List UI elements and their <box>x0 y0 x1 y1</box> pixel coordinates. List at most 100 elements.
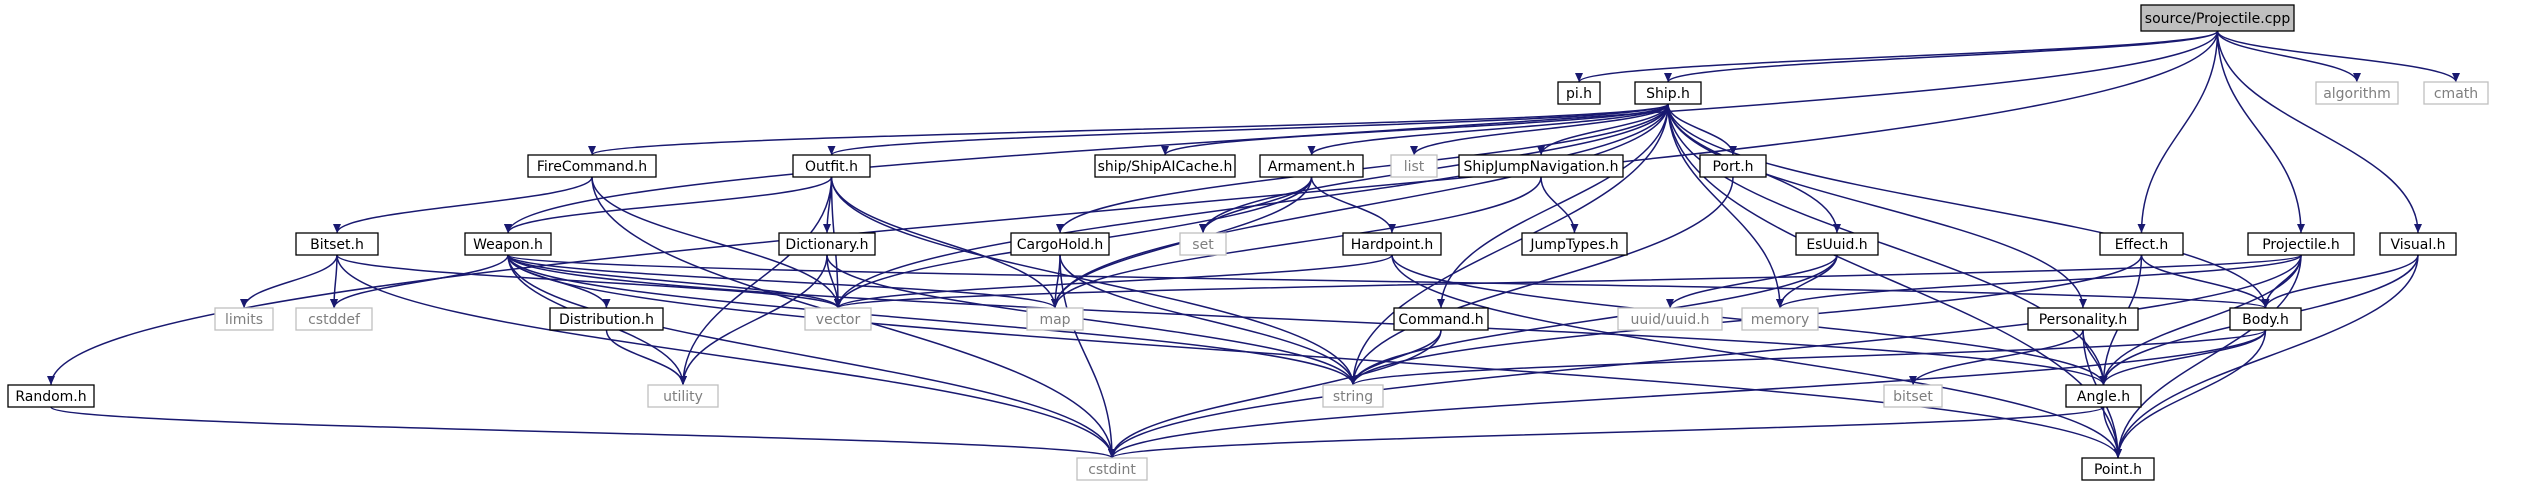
node-string: string <box>1322 384 1384 408</box>
node-jumptypes_h[interactable]: JumpTypes.h <box>1521 232 1628 256</box>
node-weapon_h[interactable]: Weapon.h <box>464 232 552 256</box>
node-limits: limits <box>214 307 274 331</box>
edge-ship_h-to-list <box>1410 103 1669 156</box>
node-box-angle_h <box>2065 384 2142 408</box>
node-visual_h[interactable]: Visual.h <box>2379 232 2457 256</box>
node-esuuid_h[interactable]: EsUuid.h <box>1795 232 1879 256</box>
node-box-bitset <box>1883 384 1943 408</box>
edge-ship_h-to-outfit_h <box>827 103 1669 156</box>
node-outfit_h[interactable]: Outfit.h <box>792 154 871 178</box>
node-firecommand_h[interactable]: FireCommand.h <box>527 154 657 178</box>
node-box-ship_h <box>1634 81 1702 105</box>
node-shipaicache_h[interactable]: ship/ShipAICache.h <box>1094 154 1236 178</box>
node-label-angle_h: Angle.h <box>2077 389 2130 405</box>
node-box-list <box>1390 154 1438 178</box>
edge-projectile_h-to-cstdint <box>1108 254 2302 459</box>
edge-dictionary_h-to-string <box>826 254 1357 386</box>
edge-ship_h-to-angle_h <box>1667 103 2108 386</box>
node-box-armament_h <box>1259 154 1364 178</box>
edge-armament_h-to-set <box>1199 176 1313 234</box>
edge-effect_h-to-body_h <box>2140 254 2270 309</box>
node-box-distribution_h <box>549 307 664 331</box>
node-label-shipjumpnav_h: ShipJumpNavigation.h <box>1464 159 1619 175</box>
node-label-personality_h: Personality.h <box>2039 312 2128 328</box>
node-label-cstdint: cstdint <box>1088 462 1136 478</box>
node-point_h[interactable]: Point.h <box>2081 457 2155 481</box>
node-label-limits: limits <box>225 312 263 328</box>
node-uuid_h: uuid/uuid.h <box>1617 307 1723 331</box>
node-cstddef: cstddef <box>295 307 373 331</box>
node-box-limits <box>214 307 274 331</box>
edge-weapon_h-to-cstdint <box>507 254 1116 459</box>
edge-projectile_cpp-to-effect_h <box>2137 30 2219 234</box>
node-ship_h[interactable]: Ship.h <box>1634 81 1702 105</box>
node-label-hardpoint_h: Hardpoint.h <box>1351 237 1434 253</box>
node-armament_h[interactable]: Armament.h <box>1259 154 1364 178</box>
node-box-vector <box>804 307 872 331</box>
edge-body_h-to-point_h <box>2114 329 2267 459</box>
node-box-outfit_h <box>792 154 871 178</box>
node-port_h[interactable]: Port.h <box>1699 154 1767 178</box>
node-box-point_h <box>2081 457 2155 481</box>
edge-projectile_cpp-to-visual_h <box>2216 30 2422 234</box>
edge-weapon_h-to-point_h <box>507 254 2122 459</box>
node-box-body_h <box>2229 307 2302 331</box>
node-label-port_h: Port.h <box>1712 159 1753 175</box>
edge-projectile_h-to-vector <box>834 254 2302 309</box>
node-distribution_h[interactable]: Distribution.h <box>549 307 664 331</box>
edge-hardpoint_h-to-point_h <box>1391 254 2122 459</box>
node-box-dictionary_h <box>778 232 876 256</box>
edge-bitset_h-to-vector <box>336 254 842 309</box>
edge-projectile_cpp-to-random_h <box>47 30 2219 386</box>
edges-layer <box>47 30 2460 459</box>
edge-projectile_cpp-to-projectile_h <box>2216 30 2305 234</box>
edge-esuuid_h-to-string <box>1349 254 1838 386</box>
node-label-map: map <box>1039 312 1070 328</box>
node-label-set: set <box>1192 237 1214 253</box>
edge-ship_h-to-port_h <box>1667 103 1737 156</box>
node-list: list <box>1390 154 1438 178</box>
node-utility: utility <box>647 384 719 408</box>
node-label-vector: vector <box>816 312 861 328</box>
edge-ship_h-to-memory <box>1667 103 1784 309</box>
node-cargohold_h[interactable]: CargoHold.h <box>1010 232 1110 256</box>
edge-weapon_h-to-map <box>507 254 1059 309</box>
node-personality_h[interactable]: Personality.h <box>2027 307 2139 331</box>
edge-projectile_h-to-memory <box>1776 254 2302 309</box>
edge-dictionary_h-to-utility <box>679 254 828 386</box>
edge-shipjumpnav_h-to-map <box>1051 176 1542 309</box>
edge-esuuid_h-to-uuid_h <box>1666 254 1838 309</box>
node-pi_h[interactable]: pi.h <box>1557 81 1601 105</box>
edge-port_h-to-string <box>1349 176 1734 386</box>
node-effect_h[interactable]: Effect.h <box>2099 232 2184 256</box>
node-shipjumpnav_h[interactable]: ShipJumpNavigation.h <box>1458 154 1624 178</box>
edge-personality_h-to-bitset <box>1909 329 2084 386</box>
node-body_h[interactable]: Body.h <box>2229 307 2302 331</box>
node-label-effect_h: Effect.h <box>2115 237 2169 253</box>
node-command_h[interactable]: Command.h <box>1393 307 1489 331</box>
node-box-cstdint <box>1076 457 1148 481</box>
node-label-dictionary_h: Dictionary.h <box>785 237 868 253</box>
node-box-utility <box>647 384 719 408</box>
node-label-projectile_cpp: source/Projectile.cpp <box>2145 11 2291 27</box>
node-algorithm: algorithm <box>2315 81 2399 105</box>
node-bitset_h[interactable]: Bitset.h <box>295 232 379 256</box>
edge-projectile_cpp-to-algorithm <box>2216 30 2361 83</box>
node-box-jumptypes_h <box>1521 232 1628 256</box>
node-random_h[interactable]: Random.h <box>7 384 95 408</box>
node-projectile_cpp[interactable]: source/Projectile.cpp <box>2140 4 2295 32</box>
node-map: map <box>1026 307 1084 331</box>
edge-armament_h-to-hardpoint_h <box>1310 176 1396 234</box>
edge-outfit_h-to-weapon_h <box>504 176 833 234</box>
node-projectile_h[interactable]: Projectile.h <box>2247 232 2355 256</box>
node-angle_h[interactable]: Angle.h <box>2065 384 2142 408</box>
node-dictionary_h[interactable]: Dictionary.h <box>778 232 876 256</box>
node-label-random_h: Random.h <box>15 389 86 405</box>
node-hardpoint_h[interactable]: Hardpoint.h <box>1342 232 1442 256</box>
node-box-visual_h <box>2379 232 2457 256</box>
node-box-random_h <box>7 384 95 408</box>
edge-visual_h-to-point_h <box>2114 254 2419 459</box>
edge-weapon_h-to-body_h <box>507 254 2269 309</box>
node-label-weapon_h: Weapon.h <box>473 237 543 253</box>
